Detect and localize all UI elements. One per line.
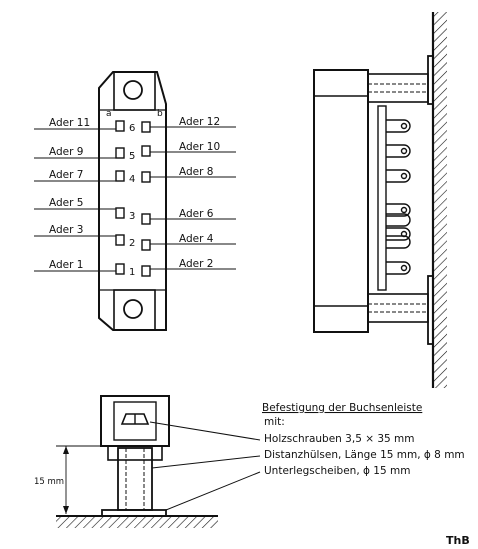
wire-label: Ader 2 [179, 258, 213, 270]
side-a-label: a [106, 109, 112, 119]
housing [313, 69, 369, 333]
pin-number: 6 [129, 123, 135, 134]
mounting-item: Holzschrauben 3,5 × 35 mm [264, 433, 415, 445]
pin-number: 4 [129, 174, 135, 185]
spacer-sleeve [367, 293, 429, 323]
connector-block [100, 395, 170, 447]
mounting-title: Befestigung der Buchsenleiste [262, 402, 422, 414]
ground-section [56, 516, 218, 528]
bottom-screw-hole [123, 299, 143, 319]
wire-label: Ader 11 [49, 117, 90, 129]
wire-label: Ader 7 [49, 169, 83, 181]
wire-label: Ader 6 [179, 208, 214, 220]
bottom-mounting-tab [113, 289, 156, 331]
solder-lugs [386, 119, 411, 275]
right-wire-leaders [150, 126, 236, 270]
connector-side-view [313, 12, 447, 388]
mounting-subtitle: mit: [264, 416, 285, 428]
wire-label: Ader 1 [49, 259, 83, 271]
mounting-item: Unterlegscheiben, ϕ 15 mm [264, 465, 410, 477]
wire-label: Ader 5 [49, 197, 83, 209]
side-b-label: b [157, 109, 163, 119]
left-wire-leaders [34, 128, 116, 272]
author-signature: ThB [446, 534, 470, 547]
left-socket-column [115, 120, 125, 275]
dimension-label: 15 mm [34, 477, 64, 487]
connector-front-view [98, 71, 167, 331]
wire-label: Ader 9 [49, 146, 83, 158]
right-socket-column [141, 121, 151, 277]
pin-number: 5 [129, 151, 135, 162]
mounting-detail [56, 395, 261, 528]
mounting-item: Distanzhülsen, Länge 15 mm, ϕ 8 mm [264, 449, 465, 461]
wire-label: Ader 10 [179, 141, 220, 153]
top-screw-hole [123, 80, 143, 100]
wire-label: Ader 3 [49, 224, 83, 236]
wire-label: Ader 4 [179, 233, 214, 245]
pin-number: 2 [129, 238, 135, 249]
wire-label: Ader 12 [179, 116, 220, 128]
top-mounting-tab [113, 71, 156, 111]
wire-label: Ader 8 [179, 166, 213, 178]
pin-number: 3 [129, 211, 135, 222]
wall-section [433, 12, 447, 388]
spacer-sleeve [117, 447, 153, 511]
screw-head [120, 413, 150, 425]
pin-number: 1 [129, 267, 135, 278]
spacer-sleeve [367, 73, 429, 103]
connector-body-outline [98, 71, 167, 331]
